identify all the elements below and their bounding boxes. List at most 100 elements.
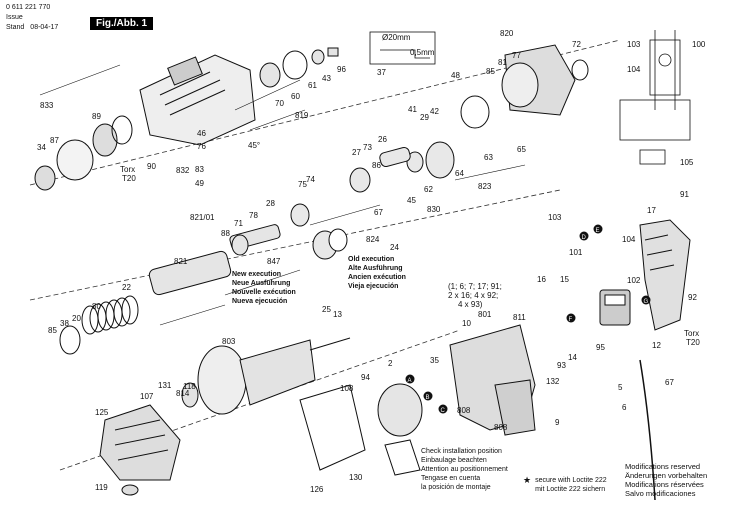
label-22: 22	[122, 283, 131, 292]
callout-b-1: B	[426, 395, 430, 401]
label-45-deg: 45°	[248, 141, 260, 150]
label-811: 811	[513, 313, 526, 322]
callout-markers: A B C D E F G	[405, 224, 651, 414]
execution-notes: New execution Neue Ausführung Nouvelle e…	[232, 270, 296, 306]
label-126: 126	[310, 485, 324, 494]
label-132: 132	[546, 377, 560, 386]
torx-t20-label-1: T20	[122, 174, 136, 183]
label-103-schem: 103	[627, 40, 641, 49]
label-74: 74	[306, 175, 315, 184]
label-90: 90	[147, 162, 156, 171]
spring	[59, 295, 139, 355]
label-41: 41	[408, 105, 417, 114]
fan-cover	[99, 404, 181, 496]
label-38: 38	[60, 319, 69, 328]
new-exec-en: New execution	[232, 271, 282, 278]
label-2: 2	[388, 359, 393, 368]
part-number: 0 611 221 770	[6, 4, 51, 11]
label-125: 125	[95, 408, 109, 417]
stand-label: Stand	[6, 24, 25, 31]
gear-small-parts	[259, 47, 339, 88]
loctite-note: ★ secure with Loctite 222 mit Loctite 22…	[523, 476, 607, 494]
label-94: 94	[361, 373, 370, 382]
install-fr: Attention au positionnement	[421, 466, 508, 473]
label-15: 15	[560, 275, 569, 284]
label-16: 16	[537, 275, 546, 284]
label-70: 70	[275, 99, 284, 108]
old-exec-es: Vieja ejecución	[348, 283, 399, 290]
loctite-de: mit Loctite 222 sichern	[535, 486, 606, 493]
label-62: 62	[424, 185, 433, 194]
label-13: 13	[333, 310, 342, 319]
label-821-01: 821/01	[190, 213, 215, 222]
label-17: 17	[647, 206, 656, 215]
label-808b: 808	[457, 406, 471, 415]
install-en: Check installation position	[421, 448, 502, 455]
label-833: 833	[40, 101, 54, 110]
label-10: 10	[462, 319, 471, 328]
label-93: 93	[557, 361, 566, 370]
label-814: 814	[176, 389, 190, 398]
wiring-schematic	[619, 30, 691, 165]
label-85b: 85	[48, 326, 57, 335]
motor-housing-top	[460, 44, 589, 129]
install-position-note: Check installation position Einbaulage b…	[421, 447, 508, 492]
label-77: 77	[512, 51, 521, 60]
label-830: 830	[427, 205, 441, 214]
star-icon: ★	[523, 475, 532, 485]
gear-housing	[139, 54, 256, 146]
label-65: 65	[517, 145, 526, 154]
label-80: 80	[92, 302, 101, 311]
loctite-en: secure with Loctite 222	[535, 477, 607, 484]
shaft-assembly	[148, 224, 281, 296]
install-de: Einbaulage beachten	[421, 457, 487, 464]
dim-diameter: Ø20mm	[382, 33, 411, 42]
label-118: 118	[183, 382, 196, 391]
old-execution-notes: Old execution Alte Ausführung Ancien exé…	[348, 255, 406, 291]
label-67b: 67	[665, 378, 674, 387]
new-exec-fr: Nouvelle exécution	[232, 289, 296, 296]
label-81: 81	[498, 58, 507, 67]
label-87: 87	[50, 136, 59, 145]
label-89: 89	[92, 112, 101, 121]
mods-de: Änderungen vorbehalten	[625, 471, 708, 480]
label-25: 25	[322, 305, 331, 314]
qty-note-line1: (1; 6; 7; 17; 91;	[448, 282, 502, 291]
label-24: 24	[390, 243, 399, 252]
label-823: 823	[478, 182, 492, 191]
label-46: 46	[197, 129, 206, 138]
label-801: 801	[478, 310, 492, 319]
label-34: 34	[37, 143, 46, 152]
label-73: 73	[363, 143, 372, 152]
label-119: 119	[95, 483, 108, 492]
label-824: 824	[366, 235, 380, 244]
label-100: 100	[692, 40, 706, 49]
handle-right-half	[639, 219, 691, 331]
label-104-schem: 104	[627, 65, 641, 74]
label-71: 71	[234, 219, 243, 228]
mods-es: Salvo modificaciones	[625, 489, 696, 498]
mods-en: Modifications reserved	[625, 462, 701, 471]
old-exec-de: Alte Ausführung	[348, 265, 403, 272]
label-101: 101	[569, 248, 583, 257]
callout-g-1: G	[644, 299, 649, 305]
label-75: 75	[298, 180, 307, 189]
label-29: 29	[420, 113, 429, 122]
label-28: 28	[266, 199, 275, 208]
label-104: 104	[622, 235, 636, 244]
label-48: 48	[451, 71, 460, 80]
armature	[181, 337, 351, 415]
label-85: 85	[486, 67, 495, 76]
qty-note-line2: 2 x 16; 4 x 92;	[448, 291, 498, 300]
label-78: 78	[249, 211, 258, 220]
label-60: 60	[291, 92, 300, 101]
intermediate-gears	[290, 141, 455, 260]
label-808: 808	[494, 423, 508, 432]
label-96: 96	[337, 65, 346, 74]
label-9: 9	[555, 418, 560, 427]
dim-thickness: 0,5mm	[410, 48, 435, 57]
label-105: 105	[680, 158, 694, 167]
label-847: 847	[267, 257, 281, 266]
torx-label-1: Torx	[120, 165, 135, 174]
